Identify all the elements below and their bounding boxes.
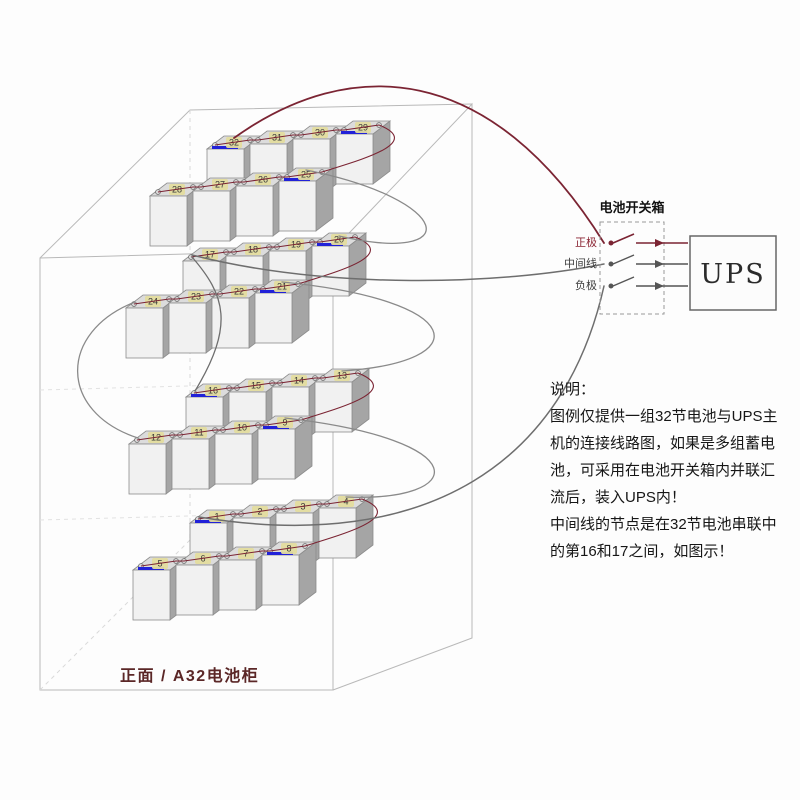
- row-connector-wire: [304, 498, 378, 547]
- loop-shelf2-shelf3: [281, 281, 435, 372]
- notes-heading: 说明：: [550, 381, 596, 398]
- switch-box-label: 电池开关箱: [599, 200, 664, 215]
- positive-label: 正极: [575, 235, 597, 249]
- battery-25: 25: [277, 167, 335, 232]
- loop-shelf1-shelf2: [305, 169, 427, 244]
- battery-21: 21: [253, 279, 311, 344]
- row-connector-wire: [300, 372, 374, 421]
- battery-20: 20: [310, 232, 368, 297]
- wire-labels: 正极 中间线 负极: [564, 235, 597, 292]
- notes-line: 池，可采用在电池开关箱内并联汇: [550, 462, 776, 479]
- ups-unit: UPS: [689, 235, 777, 311]
- loop-shelf3-shelf4: [284, 417, 436, 498]
- row-series-wire: [190, 236, 356, 258]
- row-connector-wire: [297, 236, 371, 285]
- notes-line: 的第16和17之间，如图示！: [550, 543, 734, 560]
- notes-line: 图例仅提供一组32节电池与UPS主: [550, 408, 778, 425]
- positive-wire: [233, 85, 605, 244]
- battery-9: 9: [256, 415, 314, 480]
- battery-8: 8: [260, 541, 318, 606]
- negative-label: 负极: [575, 278, 597, 292]
- middle-label: 中间线: [564, 256, 597, 270]
- row-series-wire: [193, 372, 359, 394]
- switch-box-outline: [599, 221, 665, 315]
- row-series-wire: [140, 545, 306, 567]
- middle-switch: [608, 254, 688, 268]
- notes-line: 中间线的节点是在32节电池串联中: [550, 516, 777, 533]
- middle-wire: [191, 254, 605, 282]
- main-wires: [76, 85, 605, 526]
- loop-left-side: [76, 301, 139, 439]
- row-connector-wire: [321, 124, 395, 173]
- row-series-wire: [136, 419, 302, 441]
- switch-box: 电池开关箱: [599, 200, 688, 315]
- notes-line: 机的连接线路图，如果是多组蓄电: [550, 435, 776, 452]
- row-series-wire: [197, 498, 363, 520]
- positive-switch: [608, 233, 688, 247]
- battery-4: 4: [317, 494, 375, 559]
- negative-switch: [608, 276, 688, 290]
- negative-wire: [198, 285, 605, 526]
- notes-block: 说明： 图例仅提供一组32节电池与UPS主 机的连接线路图，如果是多组蓄电 池，…: [550, 376, 800, 565]
- middle-wire-tap: [191, 256, 222, 392]
- battery-29: 29: [334, 120, 392, 185]
- row-series-wire: [214, 124, 380, 146]
- row-series-wire: [157, 171, 323, 193]
- ups-box: [689, 235, 777, 311]
- cabinet-caption: 正面 / A32电池柜: [120, 668, 260, 685]
- notes-line: 流后，装入UPS内！: [550, 489, 686, 506]
- ups-label: UPS: [700, 259, 765, 290]
